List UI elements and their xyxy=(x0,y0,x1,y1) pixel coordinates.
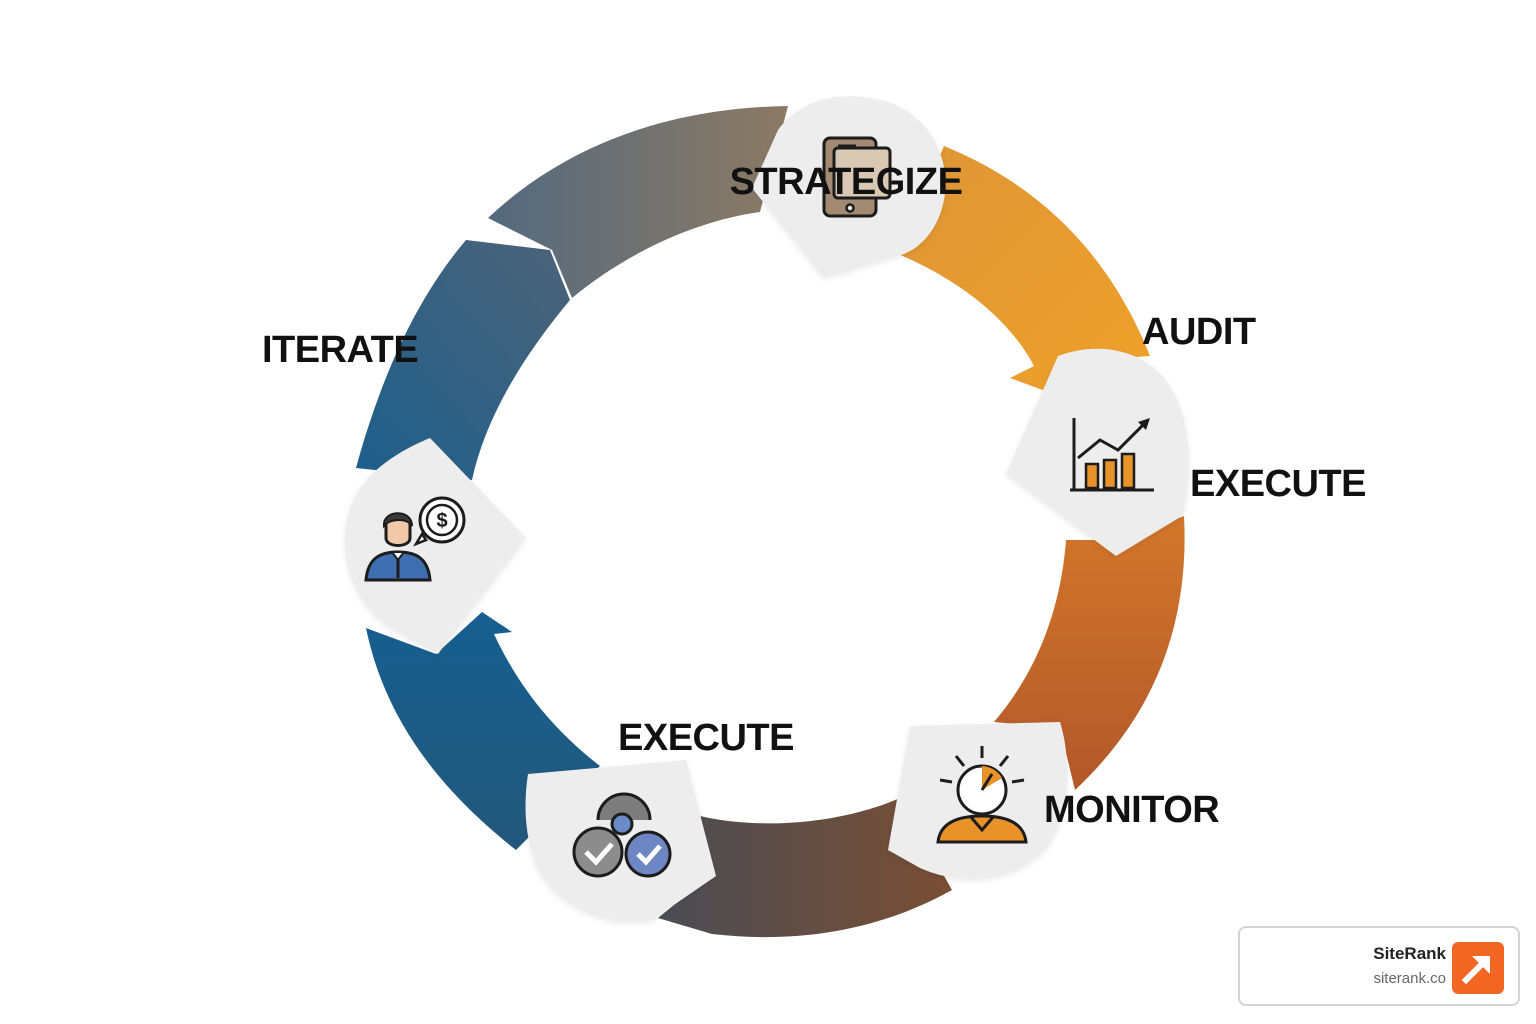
step-label-monitor: MONITOR xyxy=(1044,789,1219,831)
brand-name: SiteRank xyxy=(1373,944,1446,963)
brand-url[interactable]: siterank.co xyxy=(1373,970,1446,987)
ring-segment-bottom xyxy=(658,798,952,938)
step-label-strategize: STRATEGIZE xyxy=(730,161,963,203)
businessman-dollar-icon: $ xyxy=(364,496,466,582)
step-label-execute-bottom: EXECUTE xyxy=(618,717,794,759)
person-timer-icon xyxy=(936,746,1028,844)
node-execute-right xyxy=(1006,348,1190,556)
node-iterate xyxy=(344,438,526,654)
mobile-devices-icon xyxy=(822,136,892,218)
step-label-iterate: ITERATE xyxy=(262,329,418,371)
ring-segment-right-top xyxy=(898,146,1150,392)
bar-chart-growth-icon xyxy=(1070,418,1154,492)
step-label-execute-right: EXECUTE xyxy=(1190,463,1366,505)
ring-segment-left-top xyxy=(356,240,570,480)
ring-segment-top xyxy=(488,106,788,298)
step-label-audit: AUDIT xyxy=(1142,311,1256,353)
svg-text:$: $ xyxy=(436,510,447,532)
ring-segment-right xyxy=(994,516,1185,790)
arrow-up-right-icon xyxy=(1452,942,1504,994)
check-circles-icon xyxy=(572,792,672,878)
step-labels: STRATEGIZE AUDIT EXECUTE MONITOR EXECUTE… xyxy=(262,161,1366,831)
siterank-badge[interactable]: SiteRank siterank.co xyxy=(1238,926,1520,1006)
